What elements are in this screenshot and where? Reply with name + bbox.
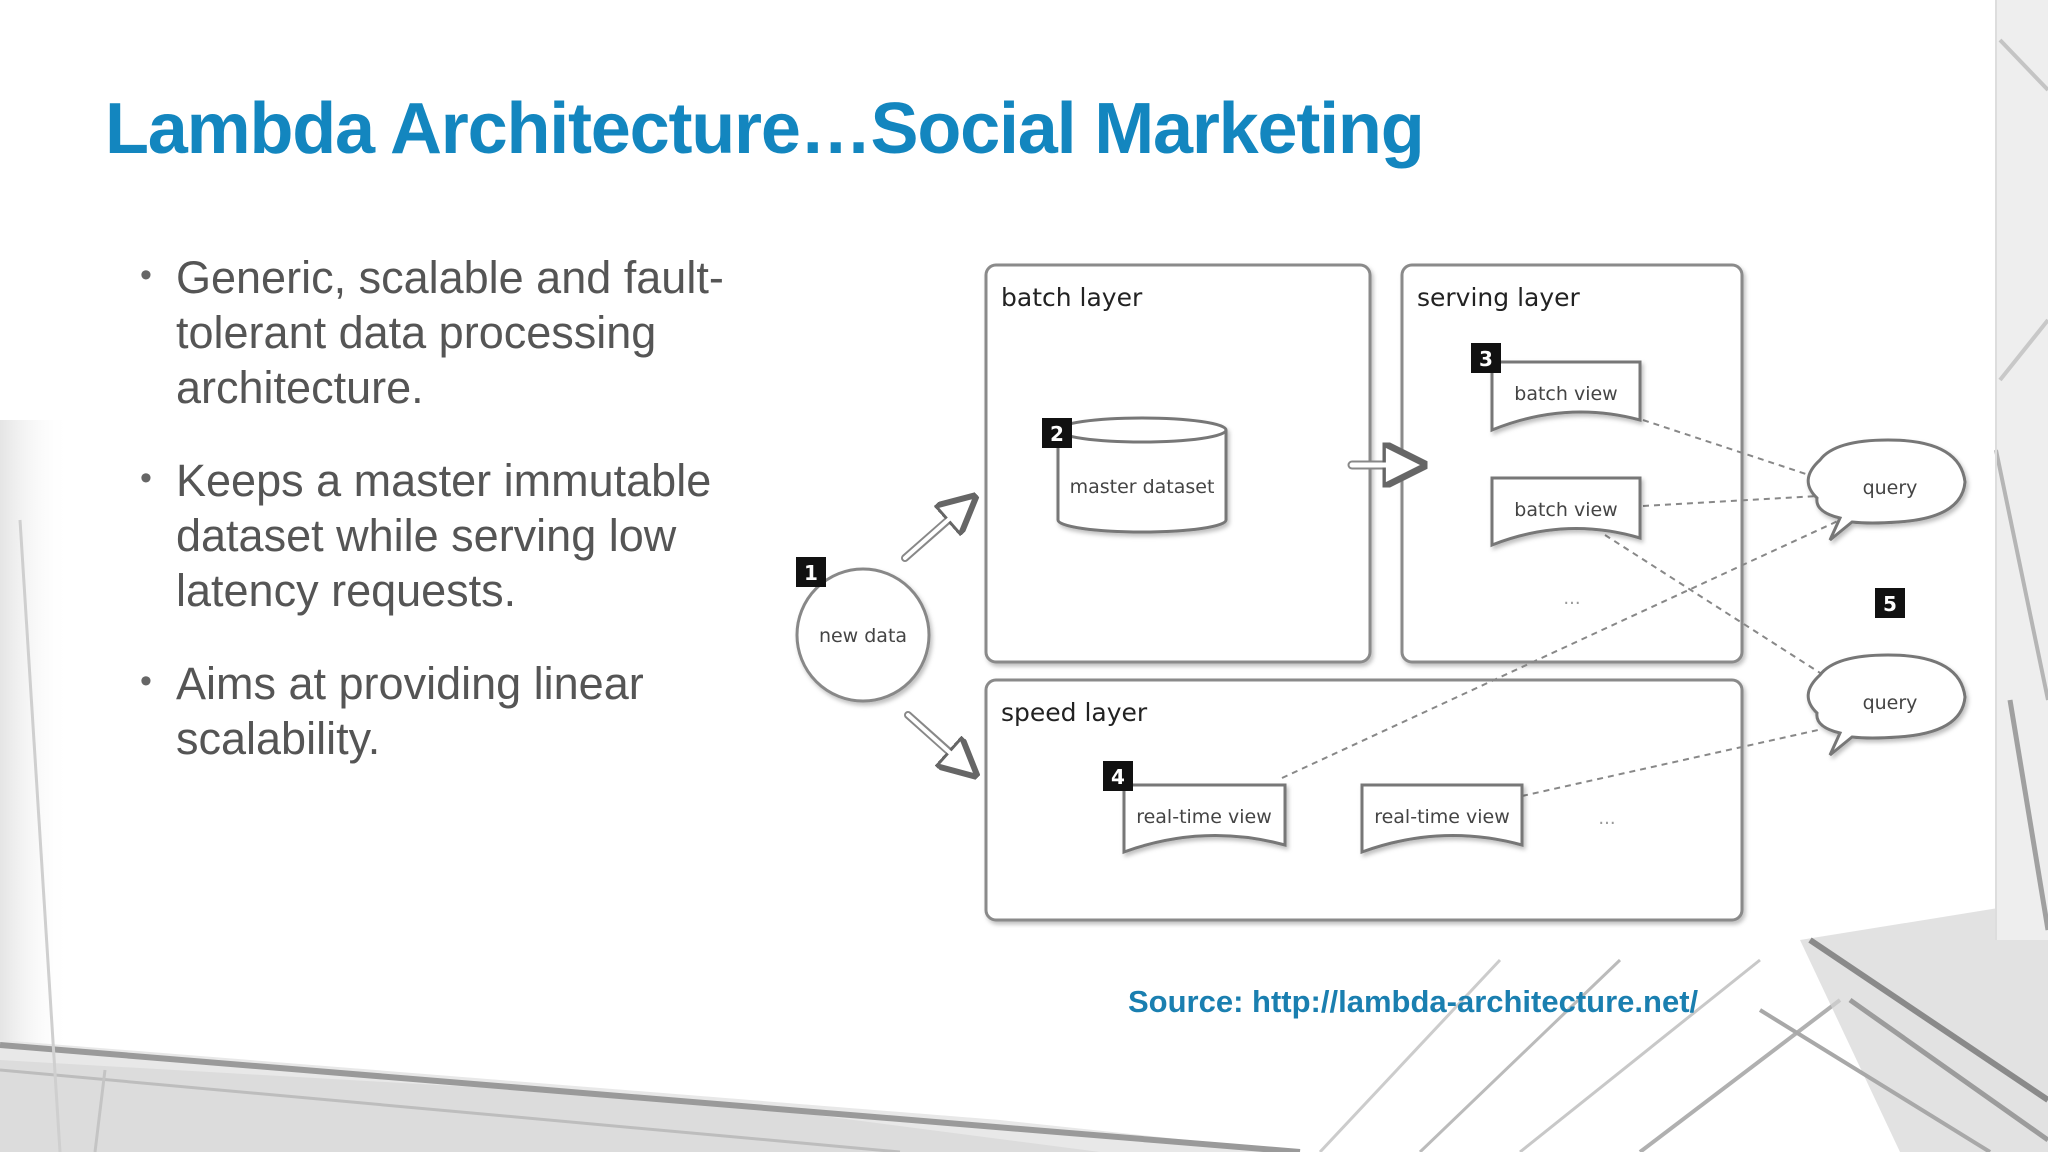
bullet-list: Generic, scalable and fault-tolerant dat… [140, 248, 740, 804]
query-label: query [1863, 477, 1918, 499]
bullet-item: Generic, scalable and fault-tolerant dat… [140, 248, 740, 415]
source-citation: Source: http://lambda-architecture.net/ [1128, 984, 1699, 1019]
speed-ellipsis: ... [1598, 808, 1615, 829]
realtime-view-node [1122, 783, 1287, 855]
query-bubble [1806, 438, 1967, 542]
batch-view-label: batch view [1514, 383, 1617, 405]
new-data-node [795, 567, 931, 703]
arrow-to-speed-inner [906, 713, 959, 761]
svg-text:4: 4 [1111, 765, 1125, 789]
batch-view-label: batch view [1514, 499, 1617, 521]
batch-view-node [1490, 360, 1642, 433]
new-data-label: new data [819, 625, 907, 647]
realtime-view-label: real-time view [1136, 806, 1272, 828]
step-badge: 3 [1471, 343, 1501, 373]
speed-layer-label: speed layer [1001, 698, 1148, 727]
svg-text:5: 5 [1883, 592, 1897, 616]
bullet-item: Keeps a master immutable dataset while s… [140, 451, 740, 618]
step-badge: 5 [1875, 588, 1905, 618]
master-dataset-label: master dataset [1070, 476, 1215, 498]
slide-title: Lambda Architecture…Social Marketing [105, 89, 1425, 169]
step-badge: 1 [796, 557, 826, 587]
batch-view-node [1490, 476, 1642, 548]
lambda-architecture-diagram: batch layer serving layer speed layer ne… [795, 263, 1967, 922]
svg-text:1: 1 [804, 561, 818, 585]
batch-layer-label: batch layer [1001, 283, 1143, 312]
realtime-view-label: real-time view [1374, 806, 1510, 828]
query-connections [1281, 419, 1841, 797]
svg-text:2: 2 [1050, 422, 1064, 446]
query-bubble [1806, 653, 1967, 757]
svg-text:3: 3 [1479, 347, 1493, 371]
serving-ellipsis: ... [1563, 588, 1580, 609]
step-badge: 2 [1042, 418, 1072, 448]
serving-layer-label: serving layer [1417, 283, 1581, 312]
step-badge: 4 [1103, 761, 1133, 791]
arrow-to-batch-inner [903, 511, 958, 560]
realtime-view-node [1360, 783, 1524, 855]
query-label: query [1863, 692, 1918, 714]
bullet-item: Aims at providing linear scalability. [140, 654, 740, 766]
master-dataset-node [1056, 416, 1228, 534]
